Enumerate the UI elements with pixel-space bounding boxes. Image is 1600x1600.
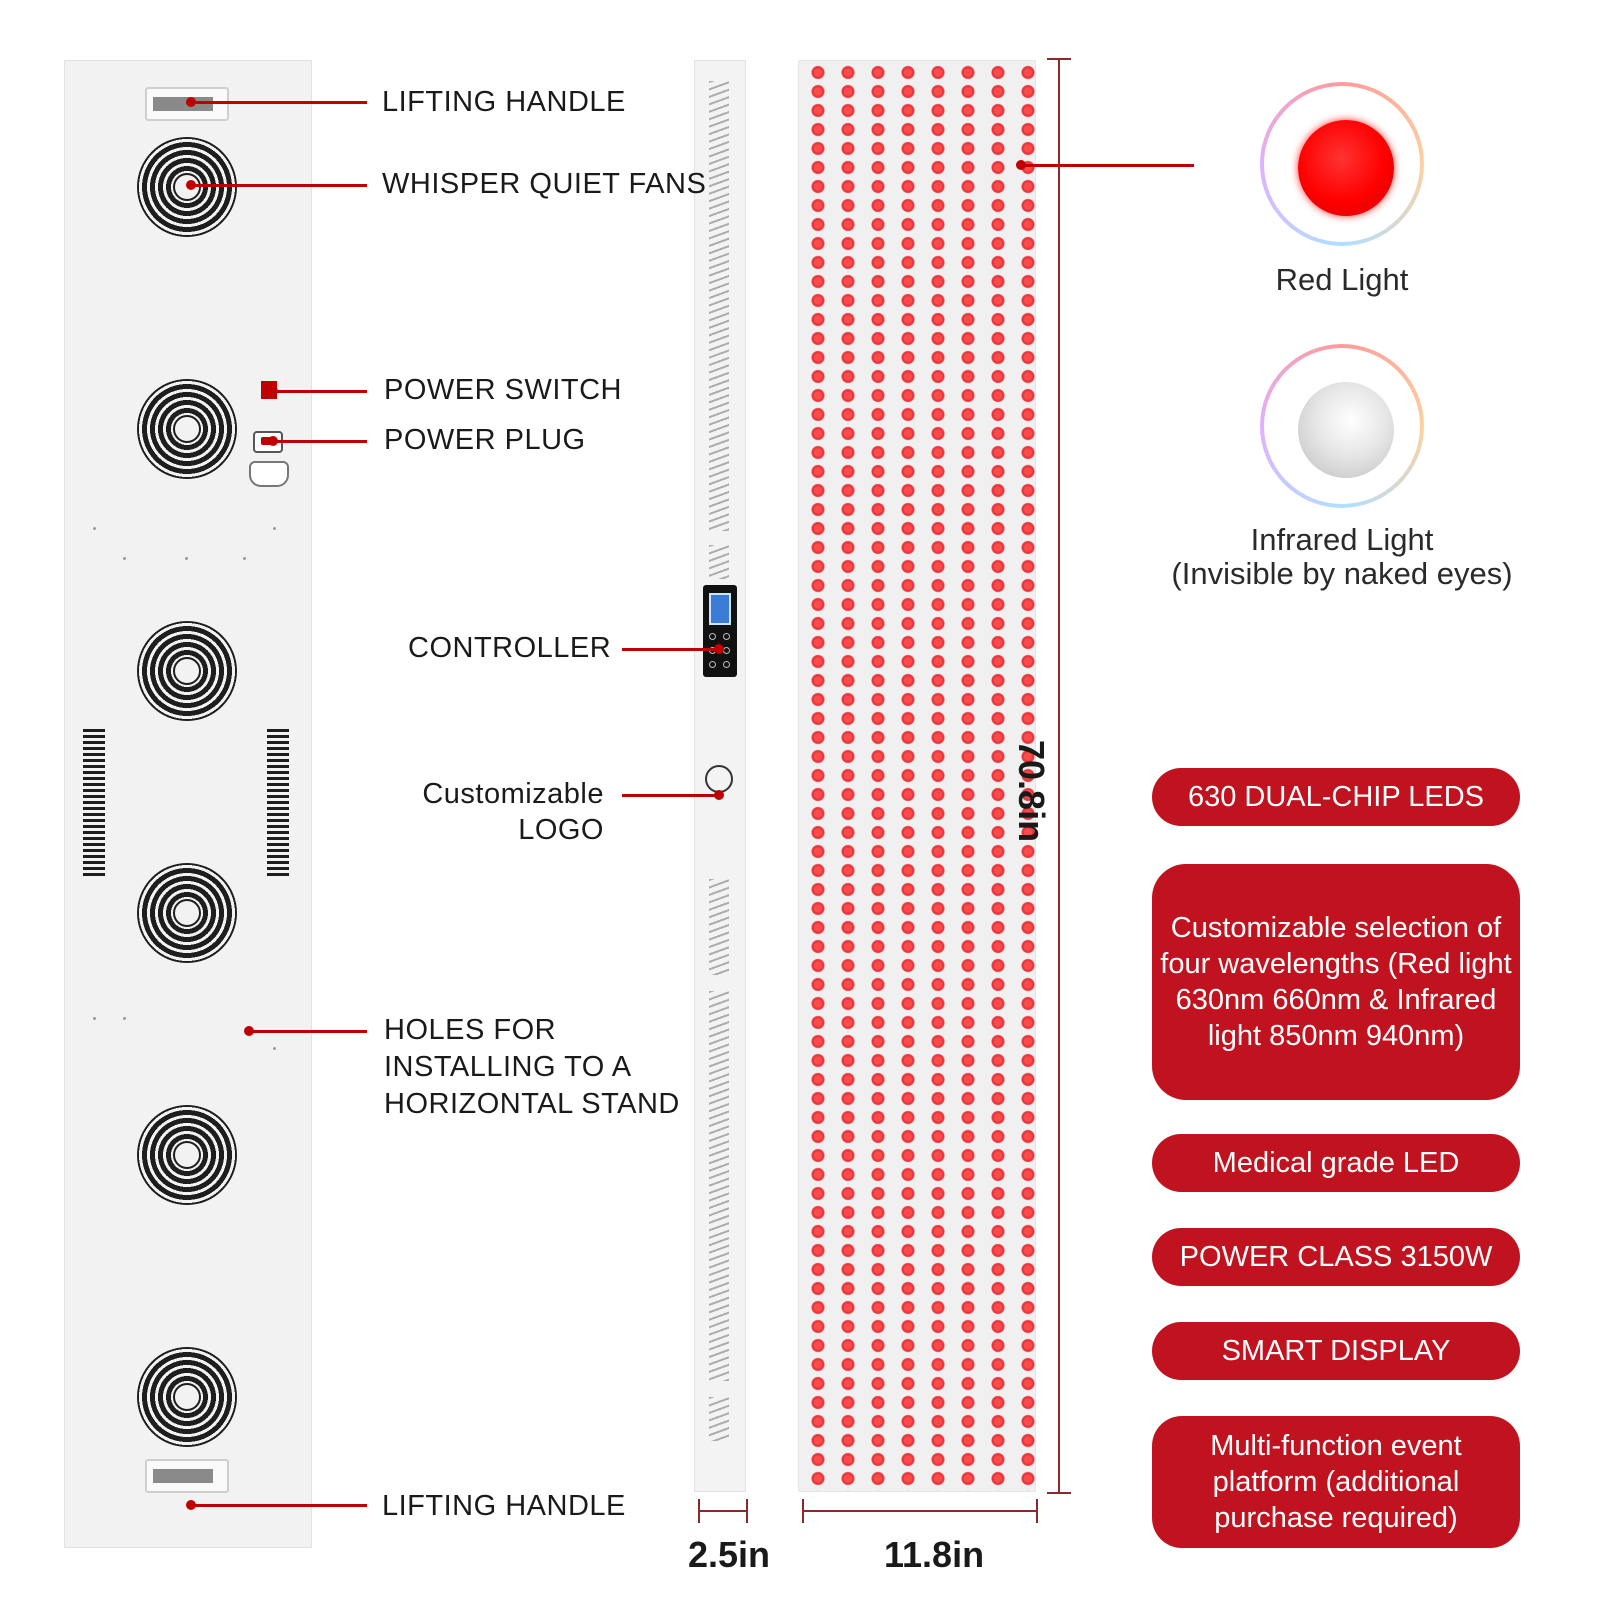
feature-power-class: POWER CLASS 3150W — [1152, 1228, 1520, 1286]
label-power-plug: POWER PLUG — [384, 424, 586, 456]
height-dimension-line — [1058, 58, 1060, 1494]
controller[interactable] — [703, 585, 737, 677]
infrared-light-label: Infrared Light — [1250, 522, 1434, 557]
feature-wavelengths: Customizable selection of four wavelengt… — [1152, 864, 1520, 1100]
label-fans: WHISPER QUIET FANS — [382, 168, 707, 200]
lifting-handle-top — [145, 87, 229, 121]
label-lifting-handle-top: LIFTING HANDLE — [382, 86, 626, 118]
feature-event-platform: Multi-function event platform (additiona… — [1152, 1416, 1520, 1548]
lifting-handle-bottom — [145, 1459, 229, 1493]
power-socket — [249, 461, 289, 487]
led-panel-front — [798, 60, 1036, 1492]
feature-medical-grade: Medical grade LED — [1152, 1134, 1520, 1192]
vent-grille-left — [83, 729, 105, 877]
label-power-switch: POWER SWITCH — [384, 374, 622, 406]
fan-icon — [137, 379, 237, 479]
label-holes-line2: INSTALLING TO A — [384, 1051, 632, 1083]
fan-icon — [137, 137, 237, 237]
red-light-label: Red Light — [1275, 262, 1409, 297]
label-holes-line1: HOLES FOR — [384, 1014, 557, 1046]
fan-icon — [137, 863, 237, 963]
back-panel — [64, 60, 312, 1548]
infrared-light-icon — [1260, 344, 1424, 508]
height-label: 70.8in — [1011, 740, 1052, 843]
controller-screen — [709, 593, 731, 625]
label-logo-line2: LOGO — [518, 814, 604, 846]
label-lifting-handle-bottom: LIFTING HANDLE — [382, 1490, 626, 1522]
depth-dimension-line — [698, 1510, 748, 1512]
width-dimension-line — [802, 1510, 1038, 1512]
side-profile — [694, 60, 746, 1492]
logo-icon — [705, 765, 733, 793]
feature-smart-display: SMART DISPLAY — [1152, 1322, 1520, 1380]
vent-grille-right — [267, 729, 289, 877]
label-holes-line3: HORIZONTAL STAND — [384, 1088, 680, 1120]
label-controller: CONTROLLER — [408, 632, 612, 664]
infrared-light-note: (Invisible by naked eyes) — [1171, 556, 1513, 591]
depth-label: 2.5in — [688, 1534, 771, 1575]
fan-icon — [137, 1347, 237, 1447]
feature-led-count: 630 DUAL-CHIP LEDS — [1152, 768, 1520, 826]
fan-icon — [137, 1105, 237, 1205]
label-logo-line1: Customizable — [422, 778, 604, 810]
fan-icon — [137, 621, 237, 721]
red-light-icon — [1260, 82, 1424, 246]
width-label: 11.8in — [884, 1534, 985, 1575]
